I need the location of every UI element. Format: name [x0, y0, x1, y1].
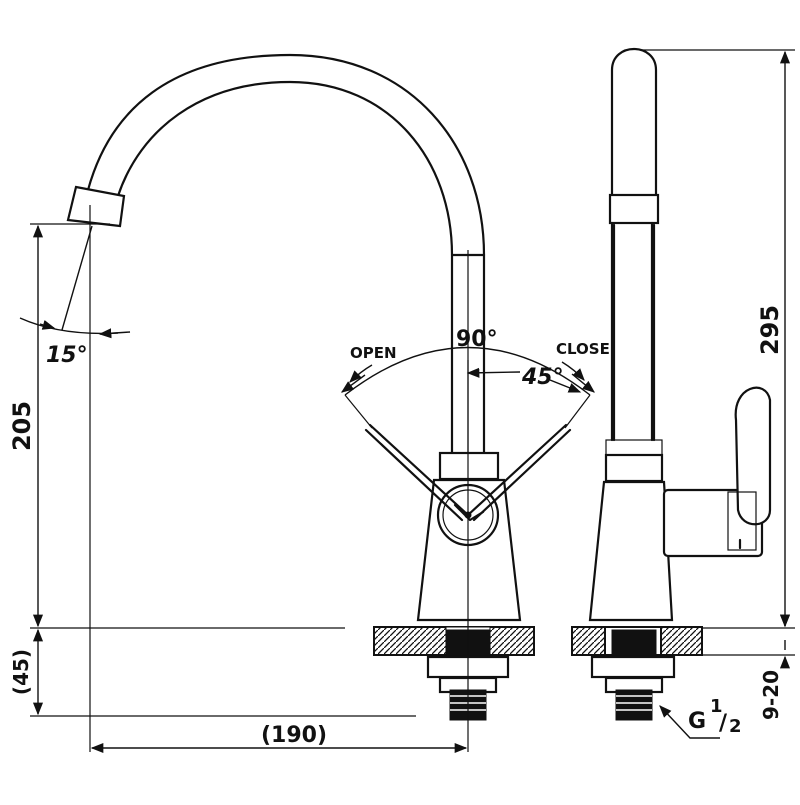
- dim-295-label: 295: [756, 305, 784, 355]
- thread-slash: /: [719, 711, 728, 736]
- countertop-side: [571, 626, 795, 656]
- side-spout-collar: [608, 193, 660, 225]
- open-label: OPEN: [350, 344, 397, 362]
- thread-sup: 1: [710, 696, 723, 717]
- thread-sub: 2: [729, 716, 742, 737]
- dimension-lines: [19, 50, 791, 754]
- front-view: [30, 53, 572, 752]
- side-threaded-shank: [615, 689, 653, 721]
- close-label: CLOSE: [556, 340, 610, 358]
- side-view: [571, 47, 795, 721]
- spout: [66, 53, 486, 457]
- side-handle-lever: [734, 386, 772, 526]
- side-body: [588, 386, 772, 622]
- angle-15-label: 15°: [46, 343, 88, 368]
- faucet-body: [364, 423, 572, 622]
- thread-g: G: [688, 709, 706, 734]
- thread-size-label: G 1 / 2: [688, 696, 742, 737]
- aerator-nozzle: [66, 185, 126, 228]
- body-collar: [438, 451, 500, 481]
- angle-90-label: 90°: [456, 327, 498, 352]
- side-spout: [604, 47, 664, 483]
- dim-45-label: (45): [9, 649, 33, 695]
- dim-9-20-label: 9-20: [759, 670, 783, 720]
- angle-45-label: 45°: [521, 365, 564, 390]
- mounting-hardware-side: [590, 629, 676, 721]
- dim-190-label: (190): [261, 723, 327, 748]
- side-body-collar: [604, 453, 664, 483]
- dimension-labels: 205 (45) (190) 295 9-20 G 1 / 2 15° 90° …: [8, 305, 784, 748]
- dim-205-label: 205: [8, 401, 36, 451]
